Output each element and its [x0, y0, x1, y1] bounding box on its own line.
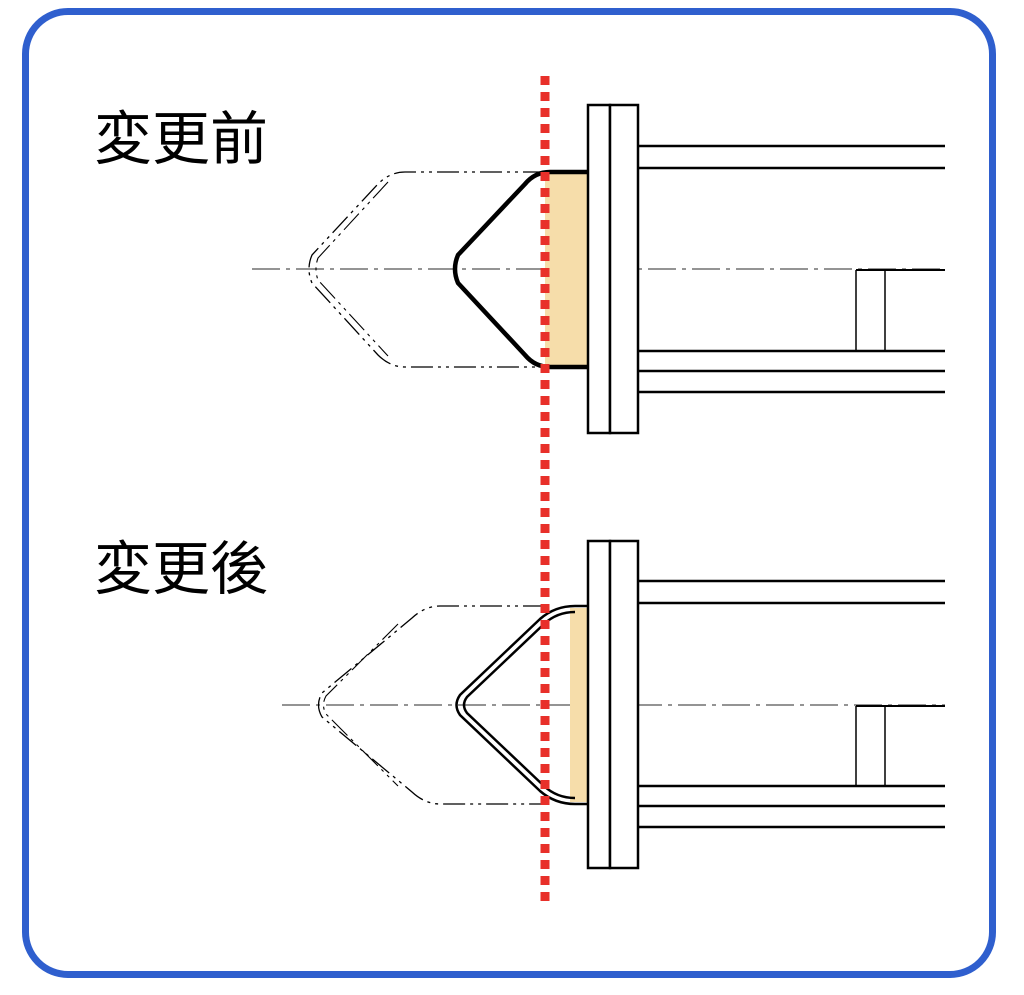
label-after: 変更後	[94, 535, 269, 603]
after-nose-outer	[455, 604, 588, 806]
after-nose-inner	[462, 610, 576, 800]
before-nose	[452, 169, 588, 370]
diagram-frame	[22, 8, 996, 978]
label-before: 変更前	[94, 105, 269, 173]
after-flange-right	[608, 539, 640, 870]
before-phantom-inner	[315, 181, 389, 357]
after-phantom-inner	[322, 623, 399, 787]
before-highlight	[545, 172, 588, 367]
after-flange-left	[586, 539, 612, 870]
before-flange-left	[586, 103, 612, 435]
before-assembly	[252, 103, 945, 435]
after-phantom-outline	[317, 605, 545, 805]
after-assembly	[282, 539, 945, 870]
after-highlight	[570, 608, 588, 802]
before-flange-right	[608, 103, 640, 435]
